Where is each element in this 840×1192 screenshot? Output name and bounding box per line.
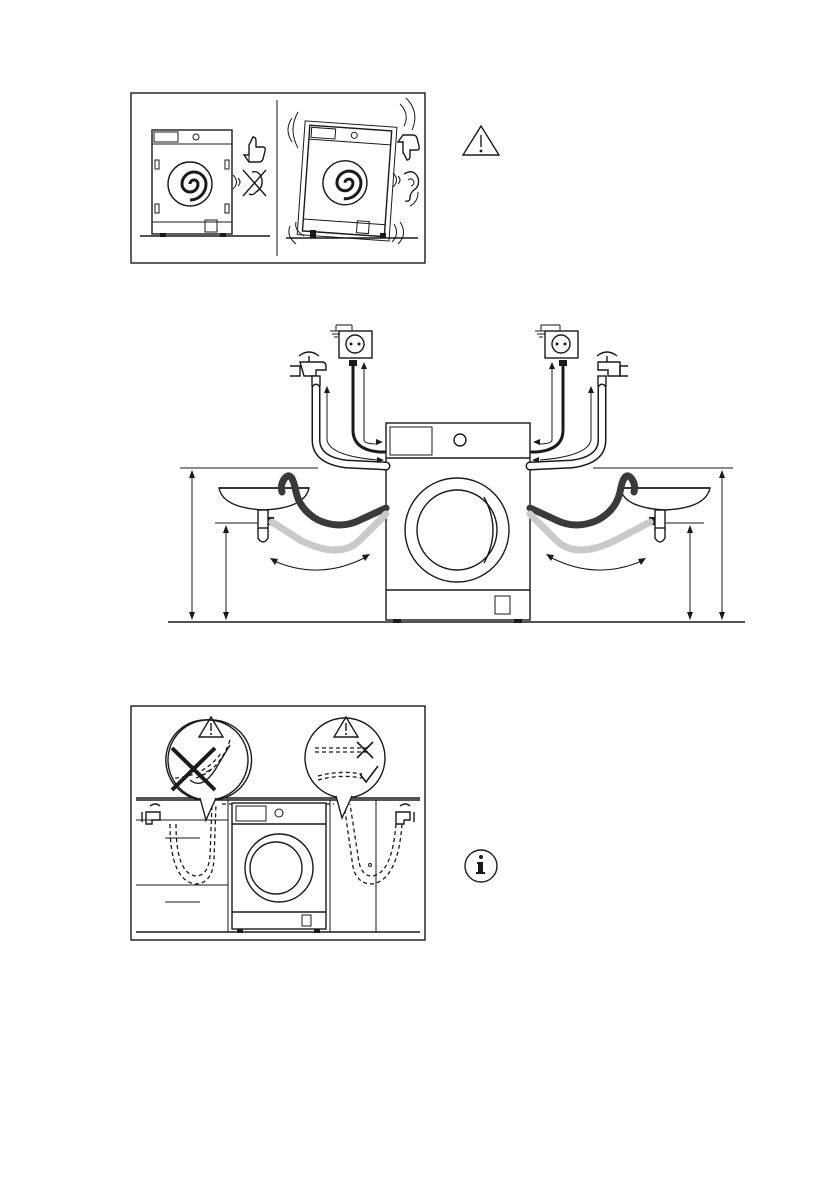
level-machine <box>140 130 270 237</box>
ear-icon <box>393 172 419 201</box>
inlet-hoses <box>316 386 602 466</box>
power-socket-icon <box>339 331 578 358</box>
small-washing-machine <box>232 803 326 933</box>
hose-routing-figure <box>131 706 425 940</box>
wrong-routing-bubble <box>166 720 252 820</box>
tilted-machine <box>286 98 418 244</box>
thumbs-down-icon <box>398 135 419 160</box>
warning-icon <box>463 126 499 155</box>
thumbs-up-icon <box>244 137 265 162</box>
no-sound-icon <box>233 170 266 196</box>
power-cables <box>349 360 567 452</box>
washing-machine <box>386 423 530 623</box>
info-icon <box>465 850 497 882</box>
water-tap-icon <box>290 352 628 386</box>
connections-figure <box>168 325 745 623</box>
levelling-figure <box>131 93 425 263</box>
